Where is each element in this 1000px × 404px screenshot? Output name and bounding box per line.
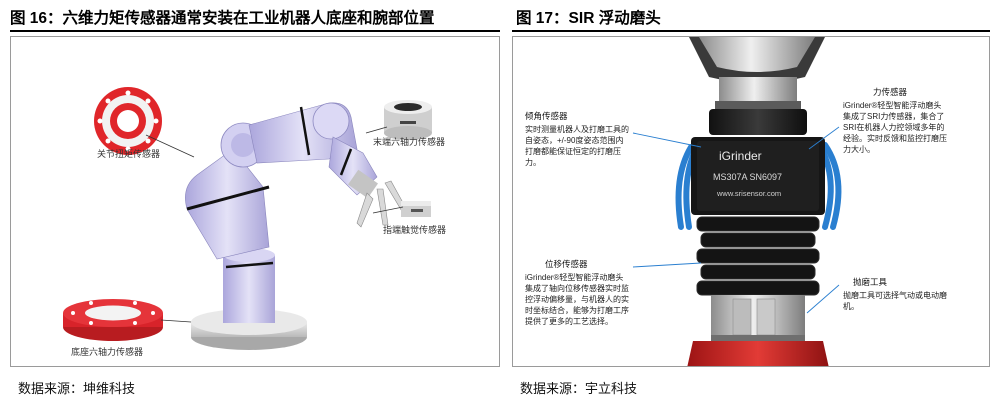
end-sensor-label: 末端六轴力传感器 (373, 137, 446, 147)
figure-16-title: 图 16：六维力矩传感器通常安装在工业机器人底座和腕部位置 (10, 10, 435, 27)
figure-17-rule (512, 30, 990, 32)
end-force-sensor-icon (384, 100, 432, 140)
base-sensor-label: 底座六轴力传感器 (71, 347, 144, 357)
device-model: MS307A SN6097 (713, 172, 783, 182)
device-url: www.srisensor.com (717, 189, 782, 198)
force-sensor-note: 力传感器 iGrinder®轻型智能浮动磨头集成了SRI力传感器，集合了SRI在… (843, 87, 949, 155)
figure-17-source: 数据来源：宇立科技 (520, 381, 638, 396)
robot-arm-illustration (63, 87, 432, 350)
grinding-tool-heading: 抛磨工具 (853, 277, 888, 287)
force-sensor-text: iGrinder®轻型智能浮动磨头集成了SRI力传感器，集合了SRI在机器人力控… (843, 101, 947, 154)
tilt-sensor-text: 实时测量机器人及打磨工具的自姿态，+/-90度姿态范围内打磨都能保证恒定的打磨压… (525, 125, 629, 167)
tactile-sensor-label: 指端触觉传感器 (383, 225, 447, 235)
joint-sensor-label: 关节扭矩传感器 (97, 149, 161, 159)
tactile-sensor-icon (401, 201, 431, 217)
tilt-sensor-note: 倾角传感器 实时测量机器人及打磨工具的自姿态，+/-90度姿态范围内打磨都能保证… (525, 111, 631, 168)
position-sensor-text: iGrinder®轻型智能浮动磨头集成了轴向位移传感器实时监控浮动偏移量，与机器… (525, 273, 629, 326)
force-sensor-heading: 力传感器 (873, 87, 908, 97)
grinding-tool-note: 抛磨工具 抛磨工具可选择气动或电动磨机。 (843, 277, 949, 312)
tilt-sensor-heading: 倾角传感器 (525, 111, 568, 121)
grinding-tool-text: 抛磨工具可选择气动或电动磨机。 (843, 291, 947, 311)
figure-16-panel: 关节扭矩传感器 末端六轴力传感器 指端触觉传感器 底座六轴力传感器 (10, 36, 500, 367)
device-brand: iGrinder (719, 149, 762, 163)
position-sensor-heading: 位移传感器 (545, 259, 588, 269)
figure-16-source: 数据来源：坤维科技 (18, 381, 136, 396)
figure-17-panel: iGrinder MS307A SN6097 www.srisensor.com… (512, 36, 990, 367)
grinder-illustration (632, 37, 842, 366)
joint-torque-sensor-icon (94, 87, 162, 155)
base-force-sensor-icon (63, 299, 163, 341)
position-sensor-note: 位移传感器 iGrinder®轻型智能浮动磨头集成了轴向位移传感器实时监控浮动偏… (525, 259, 631, 327)
figure-17-title: 图 17：SIR 浮动磨头 (516, 10, 661, 27)
figure-16-rule (10, 30, 500, 32)
